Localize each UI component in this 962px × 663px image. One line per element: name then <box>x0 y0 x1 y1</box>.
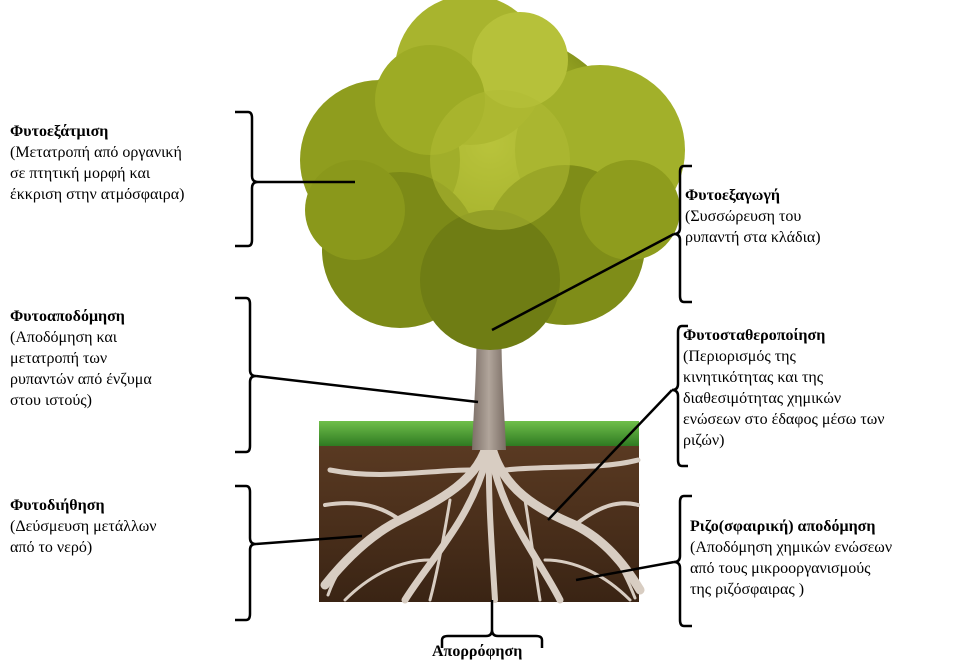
label-rhizodegradation-title: Ριζο(σφαιρική) αποδόμηση <box>690 516 892 537</box>
label-phytodegradation-title: Φυτοαποδόμηση <box>10 306 152 327</box>
label-rhizodegradation: Ριζο(σφαιρική) αποδόμηση (Αποδόμηση χημι… <box>690 516 892 600</box>
label-phytovolatilization-description: (Μετατροπή από οργανική σε πτητική μορφή… <box>10 142 184 205</box>
label-rhizofiltration: Φυτοδιήθηση (Δεύσμευση μετάλλων από το ν… <box>10 495 156 558</box>
label-phytodegradation-description: (Αποδόμηση και μετατροπή των ρυπαντών απ… <box>10 327 152 411</box>
label-phytoextraction-title: Φυτοεξαγωγή <box>685 185 821 206</box>
label-phytoextraction: Φυτοεξαγωγή (Συσσώρευση του ρυπαντή στα … <box>685 185 821 248</box>
label-phytodegradation: Φυτοαποδόμηση (Αποδόμηση και μετατροπή τ… <box>10 306 152 411</box>
label-phytovolatilization-title: Φυτοεξάτμιση <box>10 121 184 142</box>
label-rhizofiltration-description: (Δεύσμευση μετάλλων από το νερό) <box>10 516 156 558</box>
label-phytoextraction-description: (Συσσώρευση του ρυπαντή στα κλάδια) <box>685 206 821 248</box>
label-absorption: Απορρόφηση <box>432 641 522 662</box>
label-rhizodegradation-description: (Αποδόμηση χημικών ενώσεων από τους μικρ… <box>690 537 892 600</box>
label-rhizofiltration-title: Φυτοδιήθηση <box>10 495 156 516</box>
tree-canopy <box>300 0 685 350</box>
label-phytovolatilization: Φυτοεξάτμιση (Μετατροπή από οργανική σε … <box>10 121 184 205</box>
label-phytostabilization-description: (Περιορισμός της κινητικότητας και της δ… <box>683 346 885 451</box>
label-phytostabilization: Φυτοσταθεροποίηση (Περιορισμός της κινητ… <box>683 325 885 451</box>
label-absorption-title: Απορρόφηση <box>432 641 522 662</box>
label-phytostabilization-title: Φυτοσταθεροποίηση <box>683 325 885 346</box>
